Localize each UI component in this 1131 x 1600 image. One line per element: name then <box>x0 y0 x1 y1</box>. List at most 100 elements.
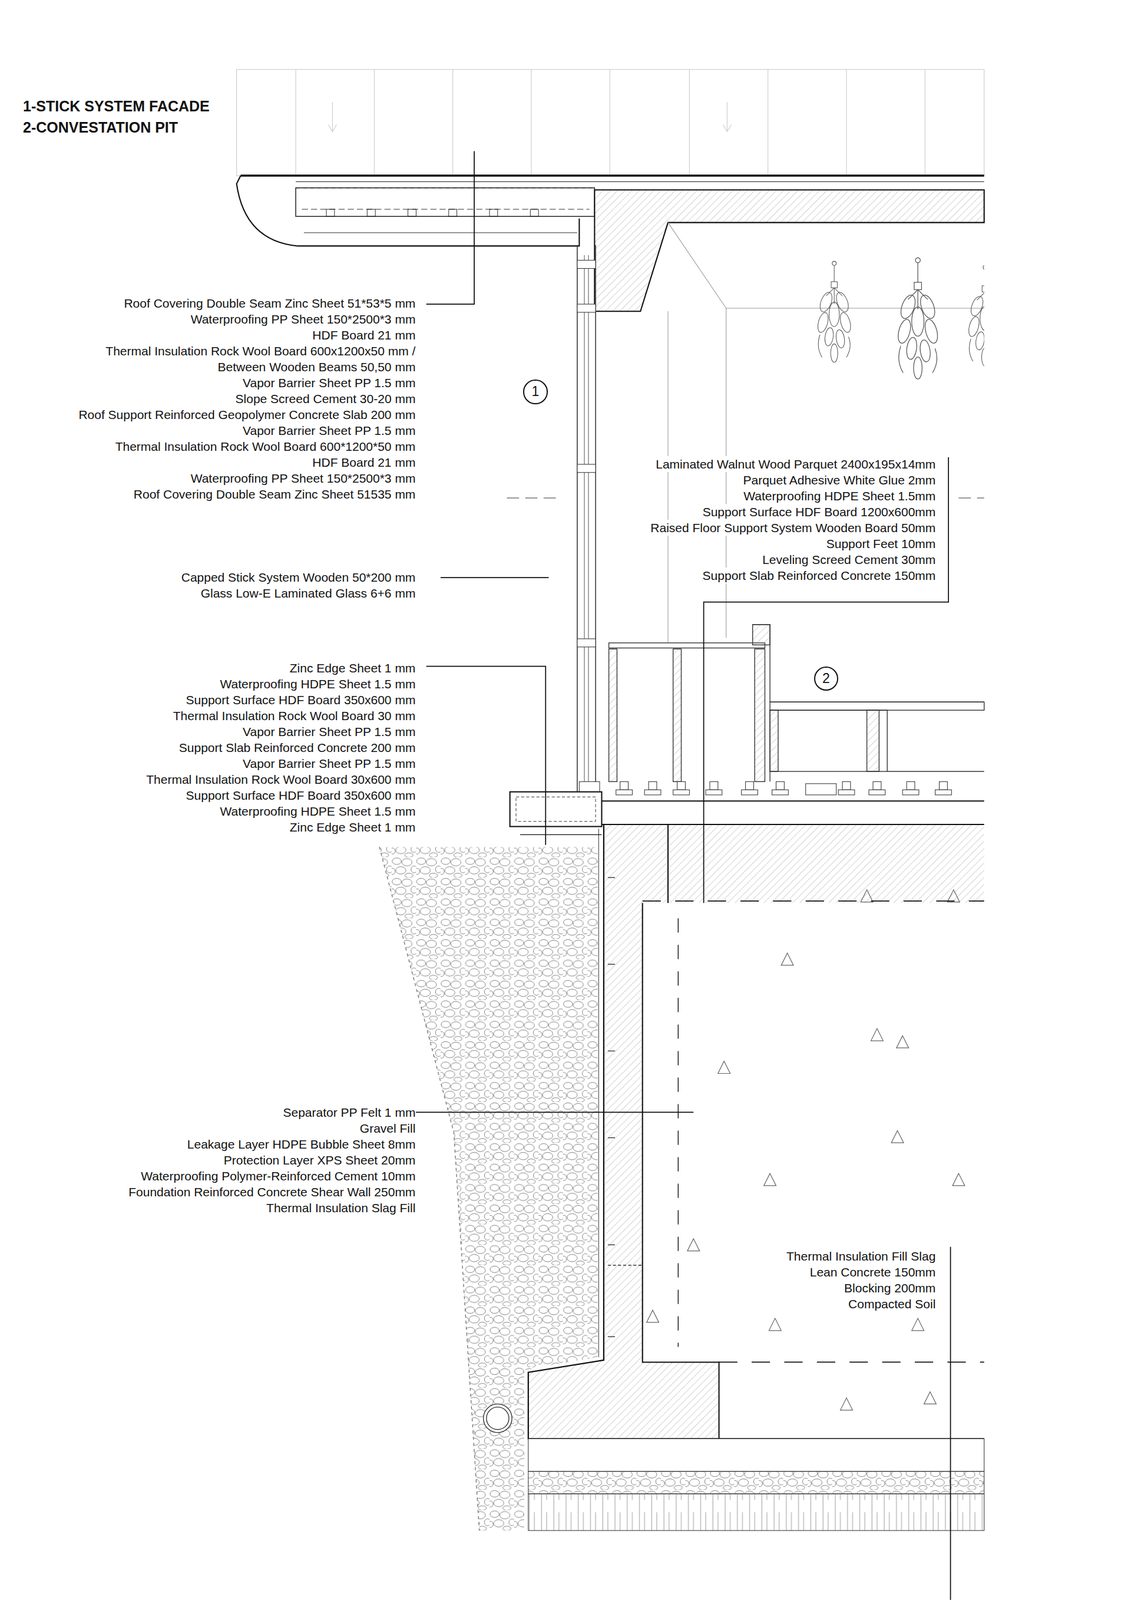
support-feet <box>838 789 855 795</box>
foundation-structure <box>516 796 596 822</box>
slag-fill <box>860 889 873 902</box>
wall-ticks <box>607 1050 615 1051</box>
support-feet <box>673 789 690 795</box>
roof-build-up <box>594 189 984 312</box>
foundation-structure <box>598 828 600 1357</box>
roof-build-up <box>236 175 580 246</box>
leader-line <box>426 150 475 304</box>
layer-callout: Lean Concrete 150mm <box>809 1263 937 1280</box>
roof-panels <box>236 69 985 176</box>
slag-fill <box>718 1060 731 1074</box>
support-feet <box>772 789 789 795</box>
boundary-dashes <box>719 1361 985 1363</box>
roof-panels <box>328 124 337 132</box>
slag-fill <box>924 1391 937 1404</box>
layer-callout: HDF Board 21 mm <box>311 326 416 343</box>
support-feet <box>868 789 886 795</box>
layer-callout: Leveling Screed Cement 30mm <box>761 551 937 568</box>
layer-callout: Support Surface HDF Board 350x600 mm <box>185 786 417 803</box>
support-feet <box>705 789 723 795</box>
layer-callout: Vapor Barrier Sheet PP 1.5 mm <box>242 374 416 391</box>
layer-callout: Waterproofing PP Sheet 150*2500*3 mm <box>190 311 417 327</box>
leader-line <box>950 1246 952 1600</box>
roof-panels <box>726 101 728 131</box>
stick-facade <box>594 245 597 794</box>
wall-ticks <box>607 1244 615 1245</box>
drain-pipe <box>483 1403 512 1432</box>
foundation-structure <box>520 834 603 835</box>
roof-panels <box>332 101 333 131</box>
hanging-herbs <box>966 265 984 366</box>
layer-callout: Thermal Insulation Fill Slag <box>785 1247 937 1264</box>
slag-fill <box>871 1027 884 1041</box>
roof-build-up <box>448 209 458 217</box>
layer-callout: Laminated Walnut Wood Parquet 2400x195x1… <box>655 455 937 472</box>
boundary-dashes <box>678 917 679 1347</box>
roof-build-up <box>366 209 376 217</box>
room-interior <box>725 308 727 638</box>
foundation-structure <box>601 799 984 802</box>
conversation-pit <box>754 648 765 782</box>
layer-callout: Thermal Insulation Rock Wool Board 600*1… <box>114 438 417 455</box>
layer-callout: Waterproofing Polymer-Reinforced Cement … <box>140 1167 416 1184</box>
slag-fill <box>947 889 960 902</box>
roof-panels <box>374 69 375 176</box>
layer-callout: Roof Covering Double Seam Zinc Sheet 515… <box>133 485 417 502</box>
conversation-pit <box>673 648 682 782</box>
layer-callout: Zinc Edge Sheet 1 mm <box>289 659 417 676</box>
stick-facade <box>577 638 596 647</box>
boundary-dashes <box>642 900 985 1362</box>
hanging-herbs <box>895 257 941 379</box>
foundation-structure <box>528 824 985 1438</box>
hanging-herbs <box>815 260 853 362</box>
wall-ticks <box>607 1335 615 1336</box>
roof-panels <box>609 69 611 176</box>
layer-callout: Blocking 200mm <box>843 1279 937 1296</box>
layer-callout: Thermal Insulation Rock Wool Board 600x1… <box>101 342 416 375</box>
drawing-title: 1-STICK SYSTEM FACADE <box>22 95 211 117</box>
callout-number: 1 <box>523 379 548 405</box>
leader-line <box>440 576 550 578</box>
roof-panels <box>845 69 847 176</box>
wall-ticks <box>607 1264 643 1265</box>
support-feet <box>872 781 882 790</box>
layer-callout: Roof Support Reinforced Geopolymer Concr… <box>77 406 416 423</box>
boundary-dashes <box>642 900 985 902</box>
layer-callout: Vapor Barrier Sheet PP 1.5 mm <box>242 723 416 740</box>
support-feet <box>620 781 629 790</box>
layer-callout: Foundation Reinforced Concrete Shear Wal… <box>127 1183 416 1200</box>
roof-build-up <box>295 187 595 217</box>
roof-build-up <box>489 209 498 217</box>
slag-fill <box>768 1317 782 1331</box>
leader-line <box>426 666 547 845</box>
foundation-structure <box>510 791 985 1439</box>
layer-callout: Waterproofing HDPE Sheet 1.5mm <box>742 487 937 504</box>
conversation-pit <box>769 709 779 772</box>
level-line <box>506 497 559 498</box>
layer-callout: Glass Low-E Laminated Glass 6+6 mm <box>200 584 417 601</box>
layer-callout: Leakage Layer HDPE Bubble Sheet 8mm <box>186 1135 417 1152</box>
bottom-layers <box>528 1437 985 1471</box>
stick-facade <box>577 464 596 473</box>
layer-callout: Capped Stick System Wooden 50*200 mm <box>180 569 417 585</box>
layer-callout: Protection Layer XPS Sheet 20mm <box>223 1151 417 1168</box>
roof-build-up <box>301 209 590 210</box>
wall-ticks <box>607 877 643 1336</box>
roof-build-up <box>326 209 335 217</box>
foundation-structure <box>528 824 985 1438</box>
support-feet <box>776 781 785 790</box>
leader-line <box>401 150 951 1599</box>
stick-facade <box>576 245 578 794</box>
callout-number: 2 <box>814 666 839 691</box>
conversation-pit <box>769 701 985 710</box>
support-feet <box>939 781 948 790</box>
slag-fill <box>646 889 965 1410</box>
slag-fill <box>891 1129 904 1143</box>
stick-facade <box>579 781 600 792</box>
support-feet <box>616 789 633 795</box>
support-feet <box>842 781 851 790</box>
layer-callout: Vapor Barrier Sheet PP 1.5 mm <box>242 755 416 772</box>
slag-fill <box>896 1034 909 1048</box>
layer-callout: Support Slab Reinforced Concrete 200 mm <box>178 739 417 756</box>
roof-build-up <box>236 175 985 312</box>
